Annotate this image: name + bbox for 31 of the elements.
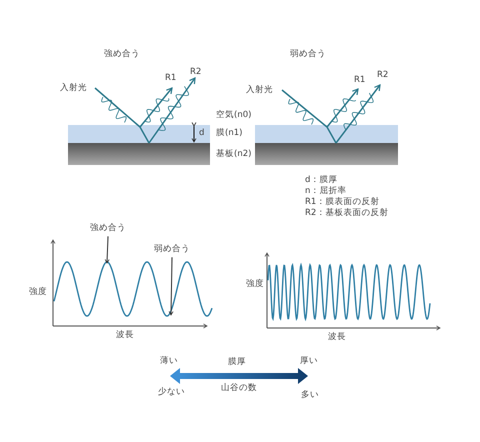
ray-label: R1 bbox=[354, 76, 366, 86]
legend-text: R1：膜表面の反射 bbox=[305, 198, 380, 208]
axis-label: 波長 bbox=[116, 331, 134, 340]
scale-label: 少ない bbox=[158, 388, 185, 398]
scale-label: 膜厚 bbox=[228, 358, 246, 368]
dimension-label: d bbox=[199, 129, 204, 138]
scale-label: 薄い bbox=[160, 357, 178, 366]
ray-label: R1 bbox=[165, 74, 176, 84]
annotation-text: 強め合う bbox=[90, 224, 126, 234]
intensity-curve bbox=[53, 261, 213, 317]
scale-label: 山谷の数 bbox=[221, 384, 257, 394]
layer-label: 基板(n2) bbox=[216, 150, 252, 160]
ray-label: 入射光 bbox=[246, 86, 273, 96]
annotation-text: 弱め合う bbox=[154, 245, 190, 254]
ray-label: R2 bbox=[190, 68, 202, 78]
legend-text: n：屈折率 bbox=[305, 187, 346, 196]
axis-label: 強度 bbox=[246, 280, 264, 290]
scale-label: 多い bbox=[301, 391, 319, 400]
leader-arrow bbox=[104, 236, 110, 264]
ray-label: 入射光 bbox=[60, 84, 87, 94]
leader-arrow bbox=[168, 256, 174, 316]
heading: 強め合う bbox=[104, 50, 140, 60]
legend-text: R2：基板表面の反射 bbox=[305, 209, 388, 218]
axis-label: 波長 bbox=[328, 333, 346, 342]
heading: 弱め合う bbox=[290, 50, 326, 60]
legend-text: d：膜厚 bbox=[305, 176, 338, 186]
axis-label: 強度 bbox=[29, 288, 47, 298]
layer-label: 膜(n1) bbox=[216, 129, 242, 138]
scale-label: 厚い bbox=[300, 357, 318, 366]
layer-label: 空気(n0) bbox=[216, 111, 252, 120]
ray-label: R2 bbox=[377, 71, 388, 80]
